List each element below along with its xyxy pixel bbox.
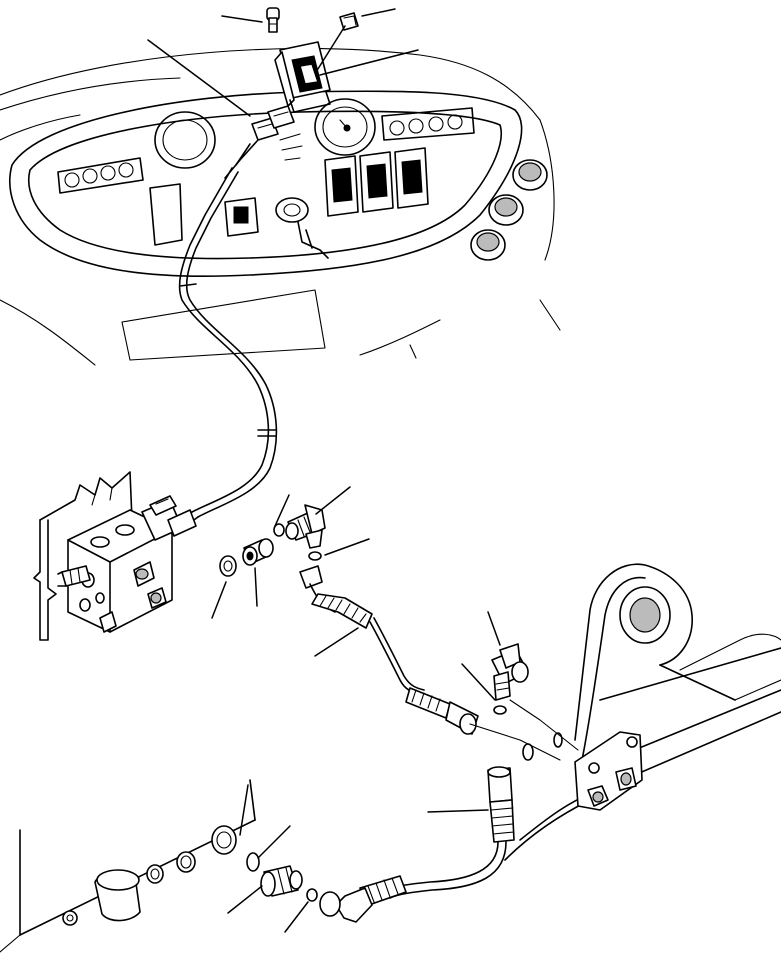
elbow-fitting-1 — [286, 505, 325, 548]
round-button-3 — [471, 230, 505, 260]
leader-8 — [325, 539, 369, 555]
harness-cable — [180, 168, 277, 517]
valve-block — [34, 472, 198, 640]
round-button-2 — [489, 195, 523, 225]
switch-lens — [340, 13, 358, 30]
leader-12 — [488, 612, 500, 645]
leader-9 — [212, 582, 226, 618]
leader-5 — [148, 40, 250, 116]
fitting-adapter-1 — [243, 539, 273, 565]
boss-2 — [177, 852, 195, 872]
hydraulic-hose-1 — [300, 566, 478, 734]
leader-2 — [362, 9, 395, 16]
bracket-washer — [523, 733, 562, 760]
hydraulic-hose-2 — [320, 842, 506, 922]
o-ring-4 — [307, 889, 317, 901]
wiring-harness-connector — [225, 106, 294, 178]
leader-13 — [462, 664, 495, 700]
bracket-mounting-plate — [470, 564, 781, 860]
o-ring-5 — [247, 853, 259, 871]
cap-plug — [95, 870, 140, 921]
leader-11 — [315, 628, 358, 656]
leader-17 — [285, 902, 308, 932]
fitting-adapter-2 — [261, 866, 302, 896]
elbow-fitting-2 — [492, 644, 528, 700]
instrument-panel — [0, 48, 560, 365]
o-ring-3 — [494, 706, 506, 714]
round-button-1 — [513, 160, 547, 190]
leader-3 — [316, 26, 345, 72]
leader-14 — [428, 810, 488, 812]
callout-leaders — [148, 9, 500, 932]
bulb-pin — [267, 8, 279, 32]
straight-fitting-2 — [488, 767, 514, 842]
leader-6 — [275, 495, 289, 526]
leader-1 — [222, 16, 262, 22]
bolt-1 — [588, 786, 608, 806]
boss-4 — [63, 911, 77, 925]
rocker-switch — [275, 42, 330, 112]
leader-16 — [228, 886, 262, 913]
o-ring-2 — [309, 552, 321, 560]
o-ring-1 — [274, 524, 284, 536]
leader-18 — [240, 785, 248, 835]
bolt-2 — [616, 768, 636, 790]
fitting-washer-1 — [220, 556, 236, 576]
leader-4 — [320, 50, 418, 75]
boss-1 — [212, 826, 236, 854]
pump-housing — [0, 780, 255, 952]
boss-3 — [147, 865, 163, 883]
leader-15 — [258, 826, 290, 858]
leader-10 — [255, 568, 257, 606]
leader-7 — [316, 487, 350, 514]
